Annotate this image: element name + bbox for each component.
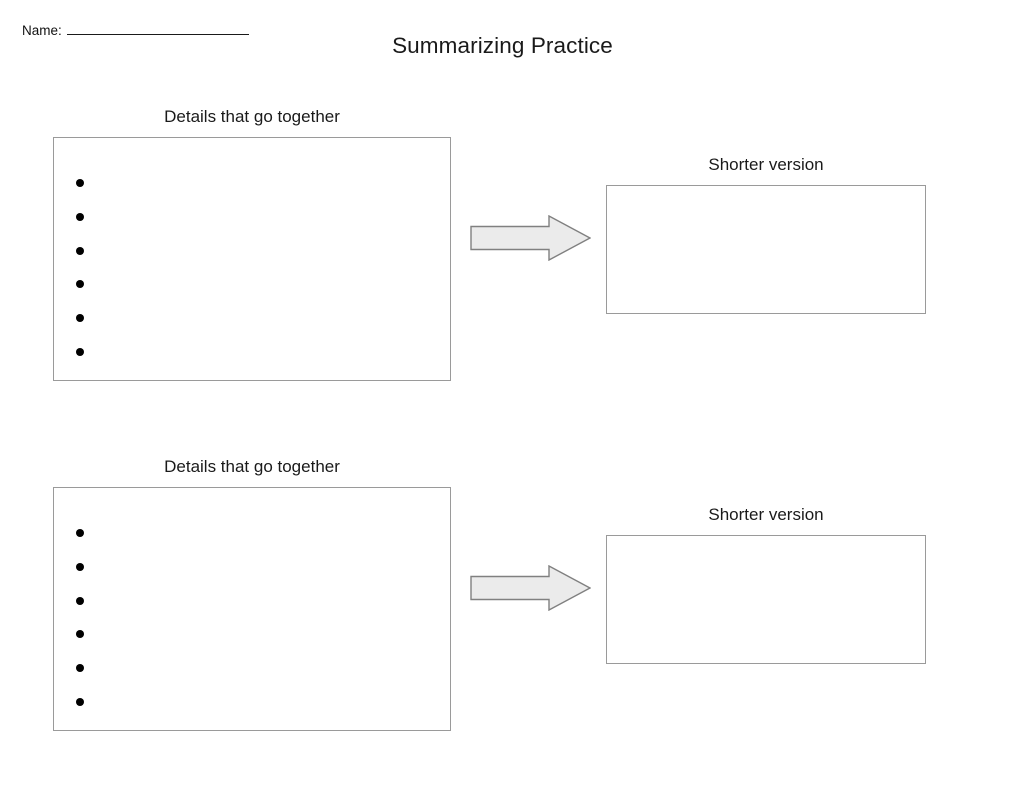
name-label: Name: [22, 23, 62, 38]
details-bullet-list-2 [76, 524, 426, 727]
list-item[interactable] [76, 242, 426, 276]
arrow-right-block-icon [470, 215, 591, 261]
summary-label-1: Shorter version [708, 155, 824, 174]
details-write-line[interactable] [94, 592, 426, 626]
summary-box-1[interactable] [606, 185, 926, 314]
list-item[interactable] [76, 174, 426, 208]
details-write-line[interactable] [94, 693, 426, 727]
bullet-dot-icon [76, 697, 84, 706]
list-item[interactable] [76, 275, 426, 309]
details-box-2[interactable] [53, 487, 451, 731]
details-label-2: Details that go together [164, 457, 340, 476]
bullet-dot-icon [76, 246, 84, 255]
bullet-dot-icon [76, 630, 84, 639]
summary-label-2: Shorter version [708, 505, 824, 524]
bullet-dot-icon [76, 664, 84, 673]
summary-group-2: Shorter version [606, 503, 926, 664]
bullet-dot-icon [76, 529, 84, 537]
list-item[interactable] [76, 659, 426, 693]
details-write-line[interactable] [94, 343, 426, 377]
bullet-dot-icon [76, 212, 84, 221]
list-item[interactable] [76, 558, 426, 592]
details-box-1[interactable] [53, 137, 451, 381]
details-write-line[interactable] [94, 275, 426, 309]
list-item[interactable] [76, 625, 426, 659]
bullet-dot-icon [76, 314, 84, 323]
details-label-1: Details that go together [164, 107, 340, 126]
list-item[interactable] [76, 693, 426, 727]
list-item[interactable] [76, 208, 426, 242]
summary-box-2[interactable] [606, 535, 926, 664]
details-group-2: Details that go together [53, 455, 451, 731]
page-title-text: Summarizing Practice [392, 33, 613, 58]
summary-group-1: Shorter version [606, 153, 926, 314]
details-write-line[interactable] [94, 208, 426, 242]
details-write-line[interactable] [94, 625, 426, 659]
bullet-dot-icon [76, 280, 84, 289]
details-write-line[interactable] [94, 558, 426, 592]
name-input-blank[interactable]: __________________ [66, 21, 249, 35]
details-write-line[interactable] [94, 242, 426, 276]
arrow-right-block-icon [470, 565, 591, 611]
details-bullet-list-1 [76, 174, 426, 377]
details-group-1: Details that go together [53, 105, 451, 381]
details-write-line[interactable] [94, 659, 426, 693]
bullet-dot-icon [76, 347, 84, 356]
page-title: Summarizing Practice [0, 31, 1023, 61]
bullet-dot-icon [76, 596, 84, 605]
list-item[interactable] [76, 343, 426, 377]
details-write-line[interactable] [94, 174, 426, 208]
details-write-line[interactable] [94, 524, 426, 558]
list-item[interactable] [76, 309, 426, 343]
details-write-line[interactable] [94, 309, 426, 343]
bullet-dot-icon [76, 562, 84, 571]
list-item[interactable] [76, 592, 426, 626]
name-field: Name: __________________ [22, 21, 249, 40]
bullet-dot-icon [76, 179, 84, 187]
list-item[interactable] [76, 524, 426, 558]
